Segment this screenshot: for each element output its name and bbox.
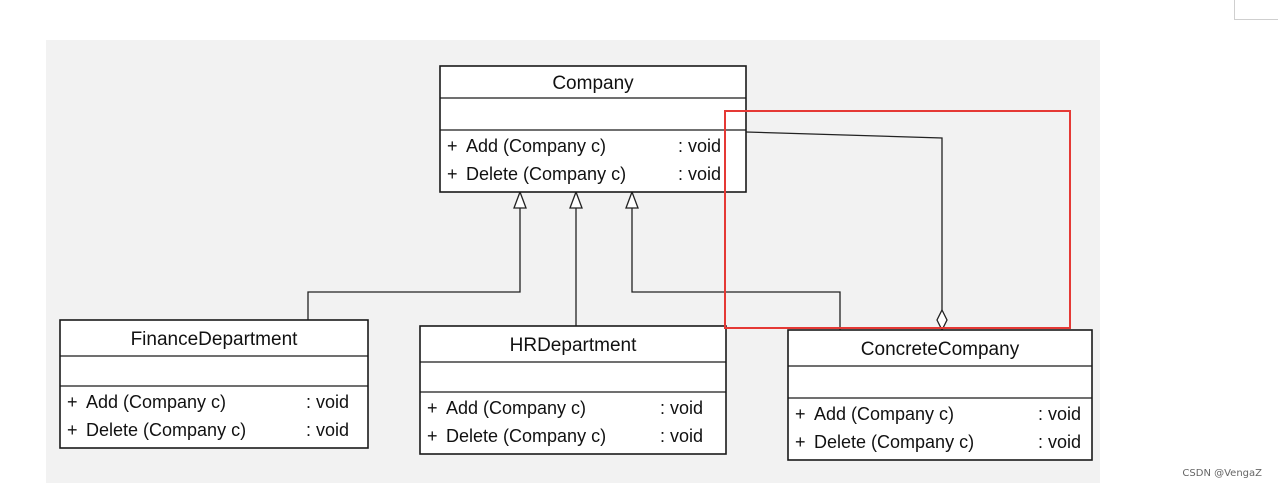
operation-signature: Add (Company c) (86, 392, 226, 412)
operation-signature: Delete (Company c) (86, 420, 246, 440)
class-box-company: Company + Add (Company c) : void + Delete (Co… (439, 65, 747, 193)
class-box-concrete: ConcreteCompany + Add (Company c) : void + De… (787, 329, 1093, 461)
class-frame (439, 65, 747, 193)
class-name: FinanceDepartment (131, 329, 299, 350)
generalization-line-concrete (631, 208, 841, 330)
operation-visibility: + (447, 136, 458, 156)
operation-signature: Add (Company c) (446, 398, 586, 418)
operation-visibility: + (67, 420, 78, 440)
operation-return-type: : void (306, 392, 349, 412)
generalization-line-finance (307, 208, 521, 320)
operation-return-type: : void (678, 164, 721, 184)
operation-signature: Delete (Company c) (446, 426, 606, 446)
operation-return-type: : void (660, 398, 703, 418)
class-box-finance: FinanceDepartment + Add (Company c) : void +… (59, 319, 369, 449)
operation-return-type: : void (1038, 404, 1081, 424)
class-frame (787, 329, 1093, 461)
operation-signature: Delete (Company c) (466, 164, 626, 184)
aggregation-line (745, 131, 943, 310)
operation-return-type: : void (306, 420, 349, 440)
watermark-label: CSDN @VengaZ (1182, 468, 1262, 479)
class-name: Company (552, 73, 634, 94)
operation-visibility: + (427, 398, 438, 418)
operation-visibility: + (67, 392, 78, 412)
operation-return-type: : void (678, 136, 721, 156)
operation-visibility: + (447, 164, 458, 184)
operation-signature: Delete (Company c) (814, 432, 974, 452)
class-frame (59, 319, 369, 449)
generalization-arrowhead-finance (513, 190, 527, 209)
class-frame (419, 325, 727, 455)
operation-signature: Add (Company c) (814, 404, 954, 424)
operation-return-type: : void (1038, 432, 1081, 452)
class-name: ConcreteCompany (861, 339, 1020, 360)
operation-visibility: + (795, 432, 806, 452)
connectors (307, 131, 948, 332)
operation-visibility: + (795, 404, 806, 424)
generalization-arrowhead-hr (569, 190, 583, 209)
operation-signature: Add (Company c) (466, 136, 606, 156)
corner-frame (1234, 0, 1278, 20)
generalization-arrowhead-concrete (625, 190, 639, 209)
class-name: HRDepartment (510, 335, 637, 356)
operation-return-type: : void (660, 426, 703, 446)
class-box-hr: HRDepartment + Add (Company c) : void + Delet… (419, 325, 727, 455)
classes-layer: Company + Add (Company c) : void + Delete (Co… (59, 65, 1093, 461)
highlight-box (724, 110, 1071, 329)
operation-visibility: + (427, 426, 438, 446)
